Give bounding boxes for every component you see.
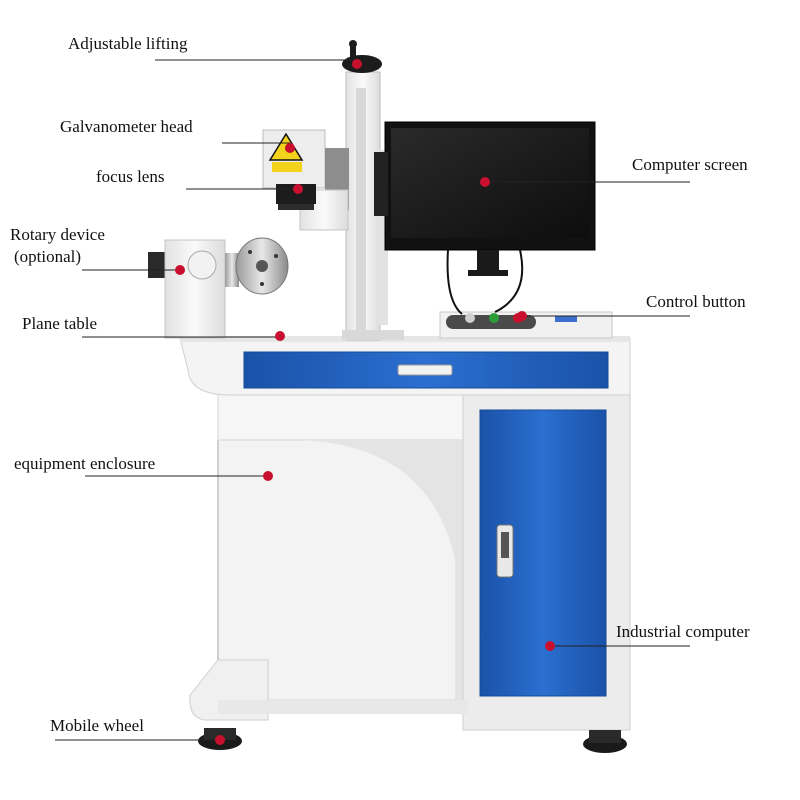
label-computer-screen: Computer screen — [632, 155, 748, 175]
label-industrial-computer: Industrial computer — [616, 622, 750, 642]
label-galvanometer-head: Galvanometer head — [60, 117, 193, 137]
marker-galvanometer-head — [285, 143, 295, 153]
label-adjustable-lifting: Adjustable lifting — [68, 34, 187, 54]
marker-rotary-device — [175, 265, 185, 275]
marker-equipment-enclosure — [263, 471, 273, 481]
marker-focus-lens — [293, 184, 303, 194]
label-mobile-wheel: Mobile wheel — [50, 716, 144, 736]
marker-mobile-wheel — [215, 735, 225, 745]
label-focus-lens: focus lens — [96, 167, 164, 187]
label-equipment-enclosure: equipment enclosure — [14, 454, 155, 474]
label-control-button: Control button — [646, 292, 746, 312]
label-rotary-device: Rotary device — [10, 224, 105, 245]
marker-industrial-computer — [545, 641, 555, 651]
marker-plane-table — [275, 331, 285, 341]
marker-computer-screen — [480, 177, 490, 187]
marker-control-button — [517, 311, 527, 321]
marker-adjustable-lifting — [352, 59, 362, 69]
label-plane-table: Plane table — [22, 314, 97, 334]
label-rotary-optional: (optional) — [14, 246, 81, 267]
